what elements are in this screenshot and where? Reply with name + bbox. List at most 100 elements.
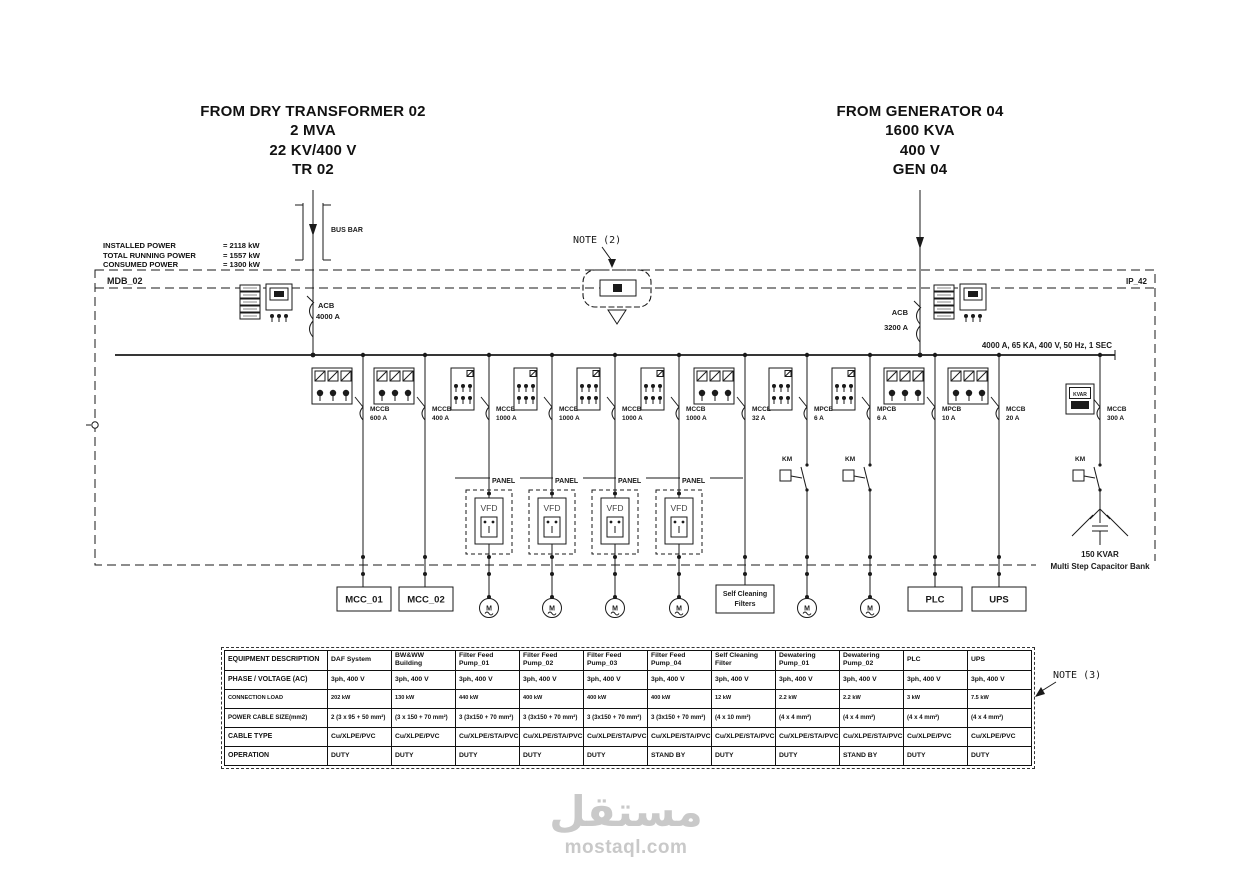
terminal-dot [361,572,365,576]
ct-symbol [644,396,648,400]
ct-symbol [698,389,706,397]
mcc01-box [336,586,392,612]
capacitor-rating: 150 KVAR [1081,550,1119,559]
motor-label: M [867,606,873,613]
ct-symbol [329,389,337,397]
vfd-label: VFD [671,503,688,513]
capacitor-left-branch [1071,508,1101,537]
breaker-rating: 1000 A [686,415,707,422]
meter-needle [402,370,414,382]
table-cell: DUTY [327,745,392,766]
meter-needle [529,370,537,377]
watermark-latin: mostaql.com [564,837,688,858]
breaker-arc [931,406,936,421]
table-cell: 3ph, 400 V [391,669,456,690]
contactor-blade [863,466,871,492]
contactor-coil [842,469,855,482]
meter-needle [314,370,326,382]
panel-label-bg [490,473,520,485]
breaker-type: MCCB [370,406,390,413]
vfd-panel-outline [591,489,639,555]
row-label: CONNECTION LOAD [224,688,328,709]
motor-circle [797,598,817,618]
breaker-rating: 10 A [942,415,956,422]
vfd-label: VFD [607,503,624,513]
table-cell: Cu/XLPE/STA/PVC [839,726,904,747]
ct-symbol [454,396,458,400]
table-cell: Cu/XLPE/PVC [327,726,392,747]
breaker-tick [990,396,1000,408]
metering-box [693,367,735,405]
breaker-arc [995,406,1000,421]
table-cell: DAF System [327,650,392,671]
breaker-type: MPCB [814,406,833,413]
incomer-metering [239,283,293,322]
generator-source-title: FROM GENERATOR 04 1600 KVA 400 V GEN 04 [760,102,1080,179]
terminal-dot [613,572,617,576]
summary-label: TOTAL RUNNING POWER [103,250,196,260]
ct-symbol [965,389,973,397]
table-cell: Cu/XLPE/PVC [391,726,456,747]
breaker-type: MCCB [432,406,452,413]
contactor-blade [1093,466,1101,492]
table-cell: Cu/XLPE/STA/PVC [711,726,776,747]
terminal-dot [423,555,427,559]
table-cell: (4 x 4 mm²) [967,707,1032,728]
row-label: CABLE TYPE [224,726,328,747]
contactor-coil [1072,469,1085,482]
ups-box [971,586,1027,612]
motor-circle [605,598,625,618]
ct-symbol [587,396,591,400]
contactor-label: KM [782,456,792,463]
breaker-type: MCCB [559,406,579,413]
self-cleaning-label: Filters [734,601,755,608]
table-cell: (4 x 4 mm²) [839,707,904,728]
table-cell: (4 x 4 mm²) [775,707,840,728]
row-label: PHASE / VOLTAGE (AC) [224,669,328,690]
ct-symbol [786,384,790,388]
breaker-arc [611,406,616,421]
breaker-type: MCCB [1107,406,1127,413]
ct-symbol [901,389,909,397]
table-cell: 130 kW [391,688,456,709]
ct-symbol [644,384,648,388]
power-summary: INSTALLED POWER = 2118 kW TOTAL RUNNING … [103,241,260,270]
ct-symbol [391,389,399,397]
motor-circle [479,598,499,618]
meter-needle [709,370,721,382]
terminal-dot [933,555,937,559]
ct-symbol [978,389,986,397]
breaker-rating: 32 A [752,415,766,422]
mcc02-label: MCC_02 [407,595,445,606]
vfd-label: VFD [544,503,561,513]
table-cell: 3ph, 400 V [327,669,392,690]
metering-box [373,367,415,405]
motor-tilde [610,611,620,616]
breaker-rating: 1000 A [496,415,517,422]
motor-tilde [674,611,684,616]
ct-symbol [952,389,960,397]
terminal-dot [868,555,872,559]
meter-square [709,370,721,382]
terminal-dot [550,555,554,559]
table-cell: Cu/XLPE/PVC [967,726,1032,747]
table-cell: DUTY [967,745,1032,766]
terminal-dot [743,572,747,576]
terminal-dot [805,555,809,559]
table-cell: 3 (3x150 + 70 mm²) [647,707,712,728]
table-cell: DUTY [711,745,776,766]
table-cell: 3ph, 400 V [519,669,584,690]
row-label: OPERATION [224,745,328,766]
panel-label: PANEL [618,478,642,485]
breaker-rating: 6 A [877,415,887,422]
terminal-dot [868,572,872,576]
breaker-rating: 6 A [814,415,824,422]
table-cell: (3 x 150 + 70 mm²) [391,707,456,728]
busbar-bracket-right [322,203,331,261]
